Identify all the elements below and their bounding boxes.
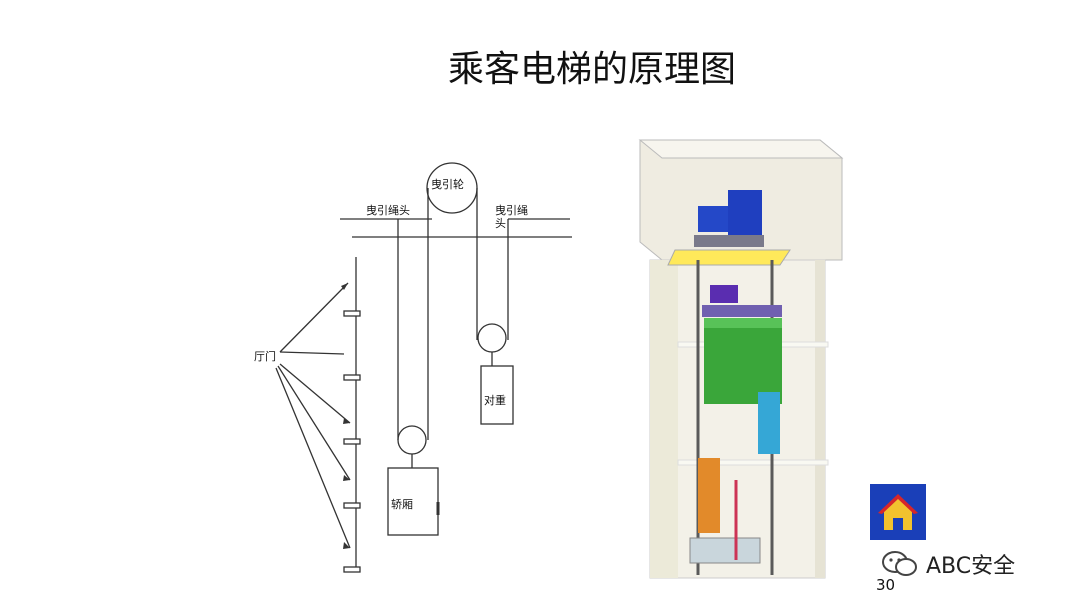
label-counterweight: 对重	[484, 393, 506, 407]
watermark-text: ABC安全	[926, 554, 1016, 579]
watermark: ABC安全	[880, 548, 1015, 580]
elevator-3d-render	[638, 139, 844, 579]
label-rope-head-right-1: 曳引绳	[495, 203, 528, 217]
door-marker	[343, 310, 361, 317]
traction-machine	[728, 190, 762, 240]
door-pointer	[277, 365, 351, 481]
elevator-schematic: 曳引轮 曳引绳头 曳引绳 头 厅门 对重 轿厢	[254, 162, 572, 573]
door-pointer	[275, 367, 351, 549]
door-pointer	[279, 363, 351, 424]
page-title: 乘客电梯的原理图	[448, 49, 737, 90]
label-traction-sheave: 曳引轮	[431, 177, 464, 191]
counterweight-3d	[698, 458, 720, 533]
car-3d	[704, 318, 782, 404]
car-pulley	[397, 425, 427, 455]
counterweight-box	[480, 365, 514, 425]
label-car: 轿厢	[391, 497, 413, 511]
door-marker	[343, 438, 361, 445]
car-box	[387, 467, 439, 536]
house-logo-icon	[870, 484, 926, 540]
label-rope-head-right-2: 头	[495, 217, 506, 230]
wechat-icon	[882, 551, 917, 576]
door-marker	[343, 374, 361, 381]
label-rope-head-left: 曳引绳头	[366, 203, 410, 217]
door-marker	[343, 566, 361, 573]
cw-pulley	[477, 323, 507, 353]
door-pointer	[279, 282, 349, 353]
door-pointer	[279, 351, 345, 355]
door-marker	[343, 502, 361, 509]
page-number: 30	[876, 576, 896, 594]
landing-door-3d	[758, 392, 780, 454]
label-landing-door: 厅门	[254, 349, 276, 363]
